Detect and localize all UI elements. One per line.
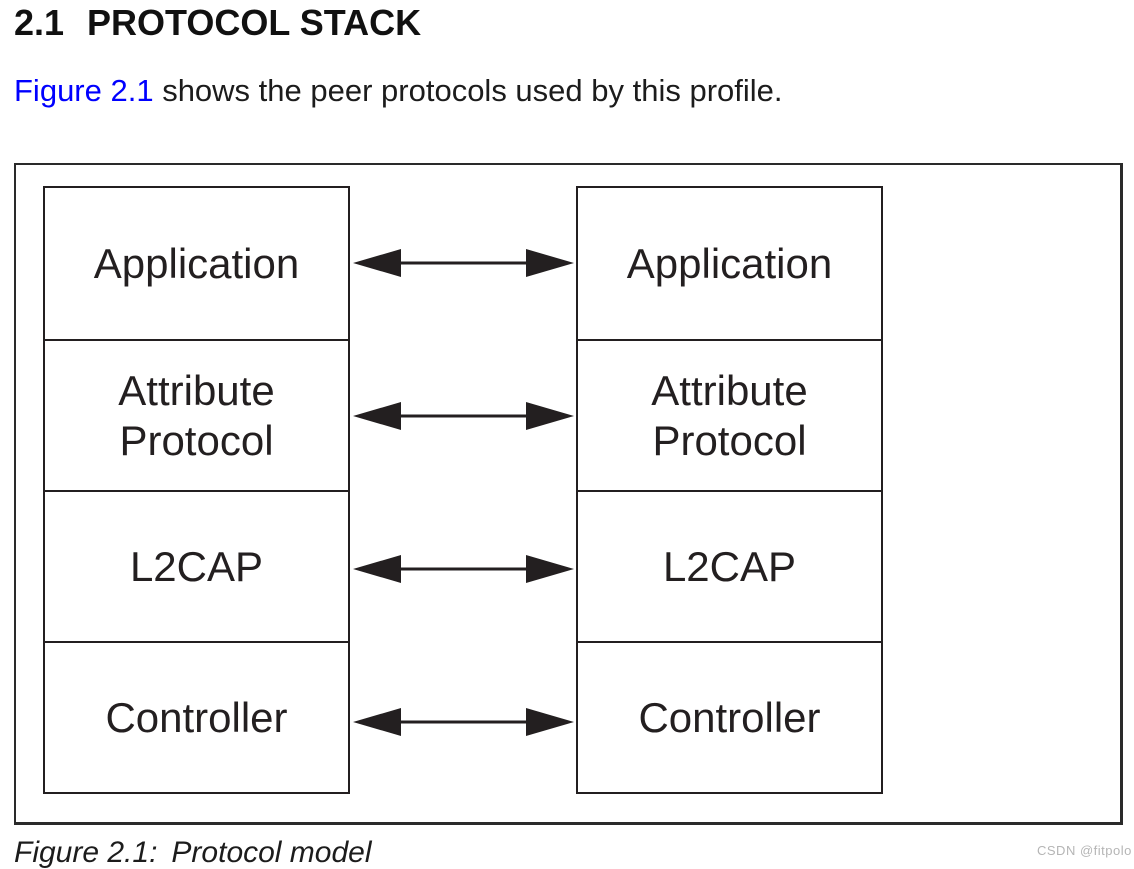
figure-caption: Figure 2.1: Protocol model — [14, 836, 372, 869]
double-arrow-attribute-protocol-icon — [352, 401, 575, 431]
figure-reference-link[interactable]: Figure 2.1 — [14, 73, 154, 108]
figure-caption-label: Figure 2.1: — [14, 836, 158, 869]
left-layer-application: Application — [93, 239, 300, 287]
right-layer-l2cap: L2CAP — [578, 490, 881, 641]
section-number: 2.1 — [14, 2, 65, 43]
right-protocol-stack: Application Attribute Protocol L2CAP Con… — [576, 186, 883, 794]
right-layer-application: Application — [626, 239, 833, 287]
right-layer-attribute-protocol: Attribute Protocol — [578, 339, 881, 490]
left-layer-controller: Controller — [45, 641, 348, 792]
intro-text: shows the peer protocols used by this pr… — [153, 73, 783, 108]
double-arrow-l2cap-icon — [352, 554, 575, 584]
section-title: PROTOCOL STACK — [87, 2, 422, 43]
double-arrow-controller-icon — [352, 707, 575, 737]
intro-paragraph: Figure 2.1 shows the peer protocols used… — [14, 72, 783, 110]
double-arrow-application-icon — [352, 248, 575, 278]
left-layer-l2cap: L2CAP — [45, 490, 348, 641]
figure-frame: Application Attribute Protocol L2CAP Con… — [14, 163, 1123, 825]
figure-caption-title: Protocol model — [171, 836, 372, 869]
right-layer-controller: Controller — [578, 641, 881, 792]
left-protocol-stack: Application Attribute Protocol L2CAP Con… — [43, 186, 350, 794]
section-heading: 2.1 PROTOCOL STACK — [14, 2, 421, 44]
watermark: CSDN @fitpolo — [1037, 843, 1132, 858]
left-layer-attribute-protocol: Attribute Protocol — [45, 339, 348, 490]
